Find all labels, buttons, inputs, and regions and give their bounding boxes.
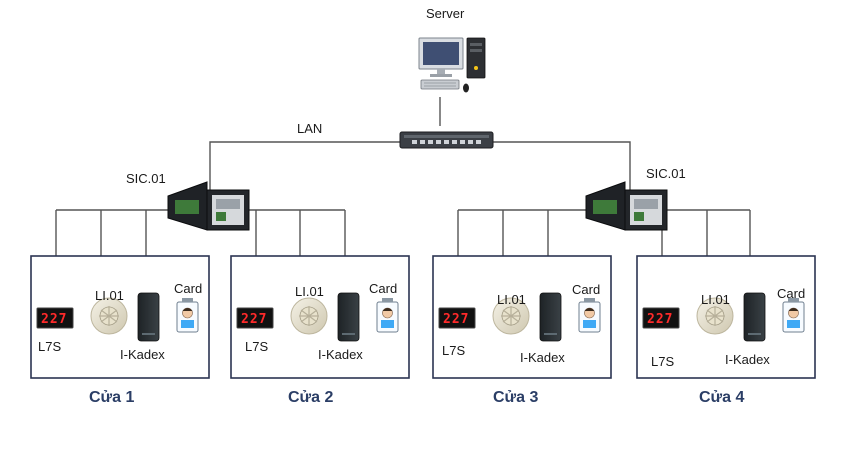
door-1-title: Cửa 1 <box>89 389 134 406</box>
door-3: 227 L7S LI.01 I-Kadex Card Cửa 3 <box>432 255 612 406</box>
door-4: 227 L7S LI.01 I-Kadex Card Cửa 4 <box>636 255 816 406</box>
controller-right-label: SIC.01 <box>646 166 686 181</box>
door-2-display-label: L7S <box>245 339 268 354</box>
door-1-lock-label: LI.01 <box>95 288 124 303</box>
access-controller-icon <box>585 181 668 231</box>
door-3-reader-label: I-Kadex <box>520 350 565 365</box>
door-4-title: Cửa 4 <box>699 389 744 406</box>
door-4-lock-label: LI.01 <box>701 292 730 307</box>
door-1-card-label: Card <box>174 281 202 296</box>
door-2: 227 L7S LI.01 I-Kadex Card Cửa 2 <box>230 255 410 406</box>
controller-left-label: SIC.01 <box>126 171 166 186</box>
door-4-display-value: 227 <box>647 312 673 327</box>
server-label: Server <box>426 6 465 21</box>
door-2-lock-label: LI.01 <box>295 284 324 299</box>
door-3-lock-label: LI.01 <box>497 292 526 307</box>
network-switch-icon <box>399 131 494 149</box>
door-2-card-label: Card <box>369 281 397 296</box>
door-3-display-label: L7S <box>442 343 465 358</box>
door-4-reader-label: I-Kadex <box>725 352 770 367</box>
controller-right: SIC.01 <box>585 166 686 231</box>
access-controller-icon <box>167 181 250 231</box>
door-3-title: Cửa 3 <box>493 389 538 406</box>
door-1: 227 L7S LI.01 I-Kadex Card Cửa 1 <box>30 255 210 406</box>
lan-switch: LAN <box>297 121 494 149</box>
server-computer-icon <box>418 37 486 93</box>
door-4-display-label: L7S <box>651 354 674 369</box>
lan-label: LAN <box>297 121 322 136</box>
door-2-title: Cửa 2 <box>288 389 333 406</box>
door-2-reader-label: I-Kadex <box>318 347 363 362</box>
door-1-reader-label: I-Kadex <box>120 347 165 362</box>
door-2-display-value: 227 <box>241 312 267 327</box>
door-3-display-value: 227 <box>443 312 469 327</box>
door-1-display-value: 227 <box>41 312 67 327</box>
controller-left: SIC.01 <box>126 171 250 231</box>
door-3-card-label: Card <box>572 282 600 297</box>
door-1-display-label: L7S <box>38 339 61 354</box>
door-4-card-label: Card <box>777 286 805 301</box>
server: Server <box>418 6 486 93</box>
